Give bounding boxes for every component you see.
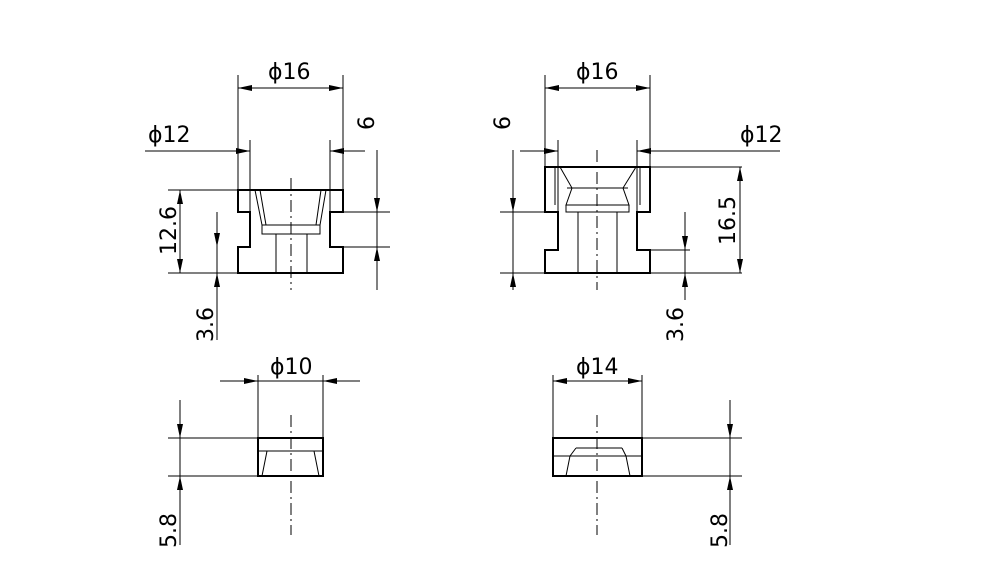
- part-bottom-left-height: 5.8: [157, 513, 182, 548]
- part-bottom-right-inner: [553, 447, 642, 477]
- part-top-right-flange-thickness: 6: [491, 116, 516, 130]
- part-top-left: ϕ16 ϕ12 6 12.6 3.6: [145, 60, 390, 342]
- part-bottom-left-inner: [258, 450, 323, 477]
- part-top-right: ϕ16 ϕ12 6 16.5 3.6: [491, 60, 783, 342]
- part-top-left-bottom-step: 3.6: [194, 307, 219, 342]
- part-top-right-top-diameter: ϕ16: [576, 60, 619, 85]
- part-bottom-left-diameter: ϕ10: [270, 355, 313, 380]
- part-top-left-flange-diameter: ϕ12: [148, 123, 191, 148]
- part-top-left-total-height: 12.6: [157, 206, 182, 255]
- part-top-right-bottom-step: 3.6: [664, 307, 689, 342]
- part-bottom-left: ϕ10 5.8: [157, 355, 360, 548]
- part-bottom-left-outline: [257, 437, 324, 477]
- part-bottom-right-height: 5.8: [708, 513, 733, 548]
- part-bottom-right-diameter: ϕ14: [576, 355, 619, 380]
- part-bottom-right: ϕ14 5.8: [552, 355, 742, 548]
- part-top-left-top-diameter: ϕ16: [268, 60, 311, 85]
- part-top-right-total-height: 16.5: [716, 196, 741, 245]
- part-top-right-flange-diameter: ϕ12: [740, 123, 783, 148]
- part-top-left-flange-thickness: 6: [355, 116, 380, 130]
